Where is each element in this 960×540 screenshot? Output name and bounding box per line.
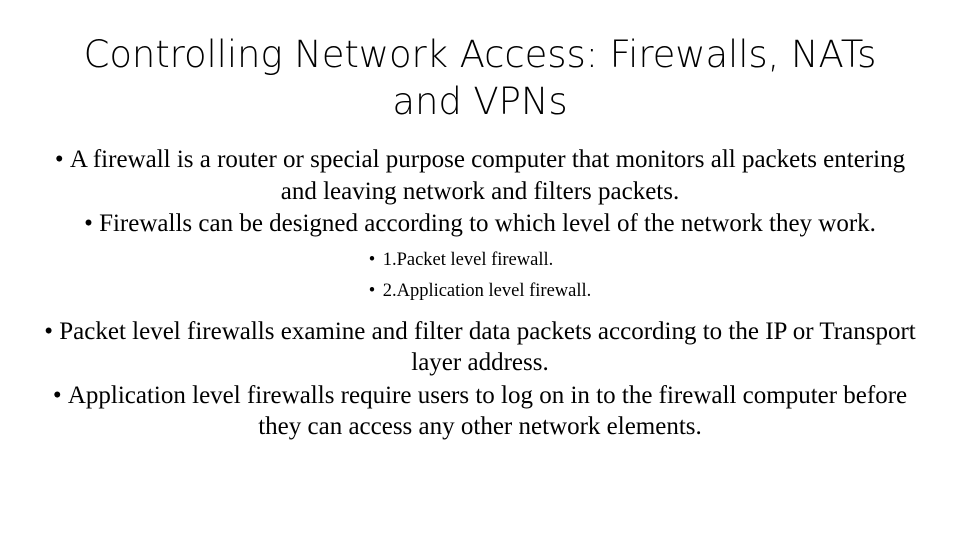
slide-title-line-1: Controlling Network Access: Firewalls, N… (83, 33, 877, 76)
bullet-item-level1: • A firewall is a router or special purp… (0, 144, 960, 207)
bullet-marker-icon: • (368, 249, 376, 270)
slide-body: • A firewall is a router or special purp… (0, 144, 960, 444)
bullet-marker-icon: • (44, 317, 54, 345)
bullet-list: • A firewall is a router or special purp… (0, 144, 960, 443)
bullet-text: Packet level firewalls examine and filte… (59, 317, 916, 377)
bullet-text: Firewalls can be designed according to w… (99, 210, 876, 237)
bullet-text: A firewall is a router or special purpos… (69, 146, 906, 205)
slide-title-line-2: and VPNs (392, 80, 568, 123)
bullet-item-level1: • Application level firewalls require us… (0, 380, 960, 443)
sub-bullet-inner: • 1.Packet level firewall. • 2.Application… (369, 245, 592, 307)
bullet-text: 1.Packet level firewall. (382, 249, 554, 270)
bullet-marker-icon: • (368, 280, 376, 301)
bullet-marker-icon: • (52, 381, 62, 409)
sub-bullet-group: • 1.Packet level firewall. • 2.Application… (0, 245, 960, 307)
bullet-item-level2: • 2.Application level firewall. (369, 276, 592, 307)
bullet-text: Application level firewalls require user… (67, 381, 908, 441)
bullet-item-level1: • Packet level firewalls examine and fil… (0, 316, 960, 379)
bullet-marker-icon: • (84, 210, 93, 237)
bullet-text: 2.Application level firewall. (382, 280, 592, 301)
slide-title: Controlling Network Access: Firewalls, N… (40, 31, 920, 125)
bullet-item-level2: • 1.Packet level firewall. (369, 245, 592, 276)
bullet-item-level1: • Firewalls can be designed according to… (0, 208, 960, 240)
bullet-marker-icon: • (54, 146, 64, 173)
